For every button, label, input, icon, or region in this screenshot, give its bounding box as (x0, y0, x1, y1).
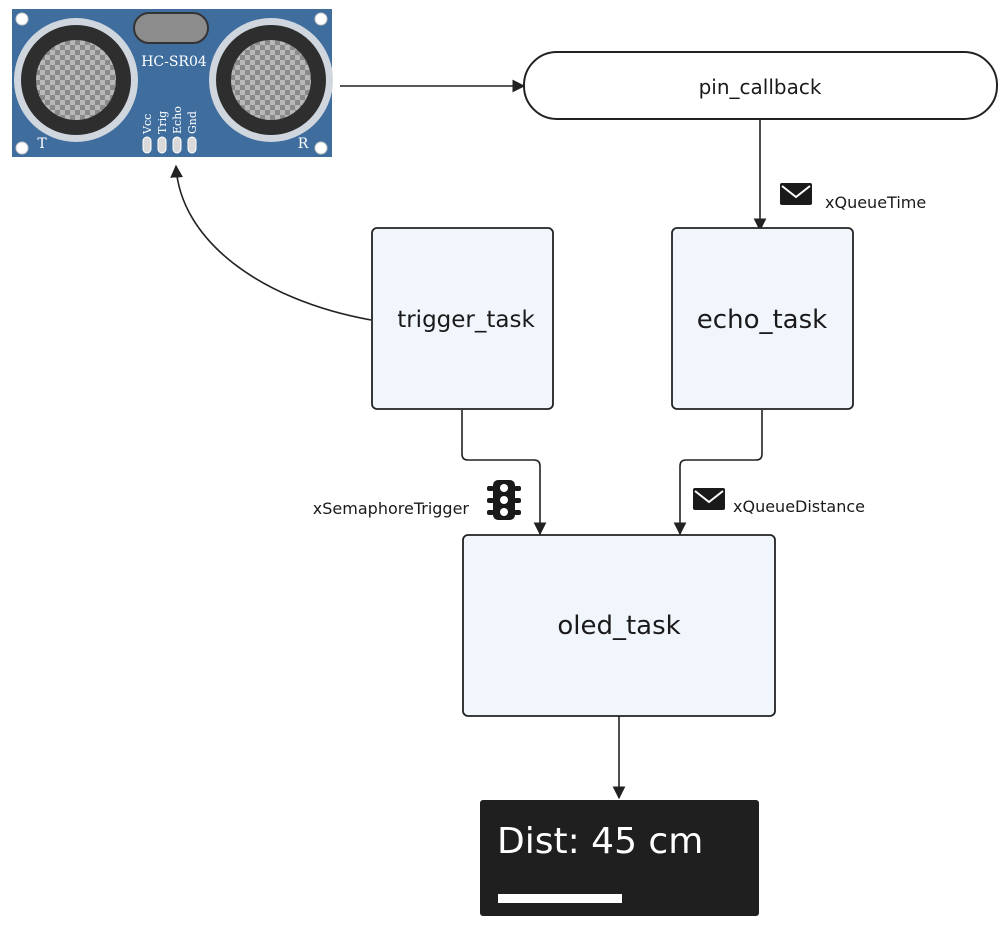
node-pin-callback: pin_callback (523, 51, 998, 120)
envelope-icon (780, 183, 812, 205)
sensor-mark-t: T (37, 136, 47, 152)
semaphore-trigger-label: xSemaphoreTrigger (313, 499, 470, 518)
oled-task-label: oled_task (557, 611, 680, 641)
sensor-pin-pads (142, 136, 197, 154)
envelope-icon (693, 488, 725, 510)
transmitter-transducer (14, 18, 138, 142)
queue-distance-label: xQueueDistance (733, 497, 865, 516)
edge-trigger-task-to-oled-task (461, 410, 547, 536)
sensor-pin-pad (142, 136, 152, 154)
trigger-task-label: trigger_task (397, 307, 535, 333)
sensor-pin-label: Trig (156, 111, 169, 134)
display-distance-text: Dist: 45 cm (497, 821, 703, 862)
pin-callback-label: pin_callback (699, 75, 822, 99)
sensor-pin-label: Gnd (186, 111, 199, 134)
node-trigger-task: trigger_task (371, 227, 554, 410)
receiver-transducer (209, 18, 333, 142)
queue-time-label: xQueueTime (825, 193, 926, 212)
sensor-mark-r: R (298, 136, 309, 152)
sensor-pin-pad (187, 136, 197, 154)
mount-hole (314, 12, 328, 26)
mount-hole (314, 141, 328, 155)
edge-echo-task-to-oled-task (673, 410, 763, 536)
edge-trigger-task-to-sensor (170, 164, 372, 321)
node-echo-task: echo_task (671, 227, 854, 410)
sensor-pin-pad (157, 136, 167, 154)
display-distance-bar (498, 894, 622, 903)
crystal-oscillator (133, 12, 209, 44)
sensor-pin-label: Echo (171, 106, 184, 134)
traffic-light-icon (487, 480, 521, 520)
oled-display: Dist: 45 cm (480, 800, 759, 916)
echo-task-label: echo_task (697, 305, 827, 335)
sensor-model-label: HC-SR04 (141, 54, 207, 70)
edges (170, 79, 767, 800)
mount-hole (15, 141, 29, 155)
mount-hole (15, 12, 29, 26)
node-oled-task: oled_task (462, 534, 776, 717)
sensor-pin-label: Vcc (141, 114, 154, 135)
sensor-pin-pad (172, 136, 182, 154)
